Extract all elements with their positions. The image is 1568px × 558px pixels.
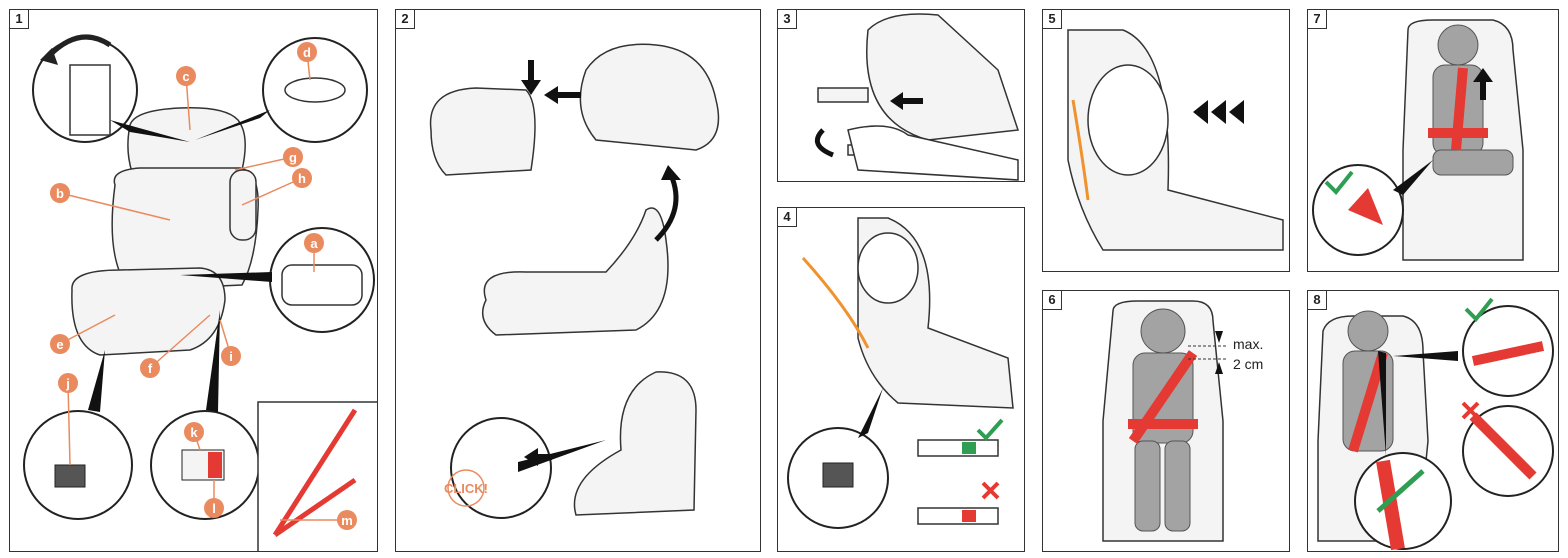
callout-a: a — [304, 233, 324, 253]
svg-text:i: i — [229, 349, 233, 364]
cross-icon — [981, 481, 1000, 500]
rotate-arrow-icon — [48, 34, 112, 57]
svg-text:j: j — [65, 376, 70, 391]
panel-number: 3 — [778, 10, 797, 29]
svg-text:c: c — [182, 69, 189, 84]
callout-l: l — [204, 498, 224, 518]
panel-number: 8 — [1308, 291, 1327, 310]
panel-4: 4 — [777, 207, 1025, 552]
arrow-left-icon — [544, 86, 581, 104]
callout-e: e — [50, 334, 70, 354]
triple-arrow-left-icon — [1193, 100, 1244, 124]
callout-g: g — [283, 147, 303, 167]
check-icon — [976, 418, 1004, 441]
panel-4-illustration — [787, 217, 1014, 529]
check-icon — [1324, 170, 1354, 195]
arrow-curve-icon — [654, 174, 679, 242]
distance-label: 2 cm — [1233, 356, 1263, 372]
svg-text:e: e — [56, 337, 63, 352]
callout-h: h — [292, 168, 312, 188]
svg-text:h: h — [298, 171, 306, 186]
panel-3: 3 — [777, 9, 1025, 182]
arrow-left-icon — [890, 92, 923, 110]
arrow-down-icon — [521, 60, 541, 95]
svg-text:g: g — [289, 150, 297, 165]
svg-text:k: k — [190, 425, 198, 440]
panel-2: 2 CLICK! — [395, 9, 761, 552]
click-label: CLICK! — [444, 481, 488, 496]
callout-labels: a b c d e f g h i j k l m — [50, 42, 357, 530]
svg-text:f: f — [148, 361, 153, 376]
callout-i: i — [221, 346, 241, 366]
panel-number: 6 — [1043, 291, 1062, 310]
panel-2-illustration: CLICK! — [429, 43, 720, 519]
panel-8-illustration — [1317, 297, 1554, 551]
panel-7-illustration — [1312, 19, 1524, 261]
check-icon — [1464, 297, 1494, 322]
callout-d: d — [297, 42, 317, 62]
svg-text:m: m — [341, 513, 353, 528]
panel-5-illustration — [1067, 29, 1284, 251]
callout-b: b — [50, 183, 70, 203]
callout-j: j — [58, 373, 78, 393]
callout-k: k — [184, 422, 204, 442]
callout-c: c — [176, 66, 196, 86]
cross-icon — [1461, 401, 1480, 420]
zoom-circle-d — [262, 37, 368, 143]
panel-6-illustration: max. 2 cm — [1102, 300, 1263, 542]
svg-text:l: l — [212, 501, 216, 516]
panel-5: 5 — [1042, 9, 1290, 272]
svg-text:a: a — [310, 236, 318, 251]
panel-number: 5 — [1043, 10, 1062, 29]
rotate-arrow-icon — [814, 128, 834, 158]
panel-1: 1 — [9, 9, 378, 552]
svg-text:d: d — [303, 45, 311, 60]
arrow-up-icon — [1473, 68, 1493, 100]
panel-7: 7 — [1307, 9, 1559, 272]
panel-number: 2 — [396, 10, 415, 29]
panel-number: 7 — [1308, 10, 1327, 29]
arrow-left-icon — [524, 448, 552, 466]
panel-6: 6 max. 2 cm — [1042, 290, 1290, 552]
panel-number: 4 — [778, 208, 797, 227]
panel-1-illustration: a b c d e f g h i j k l m — [23, 34, 377, 551]
svg-text:b: b — [56, 186, 64, 201]
max-label: max. — [1233, 336, 1263, 352]
callout-f: f — [140, 358, 160, 378]
panel-3-illustration — [814, 13, 1020, 181]
panel-number: 1 — [10, 10, 29, 29]
panel-8: 8 — [1307, 290, 1559, 552]
car-seat-drawing — [71, 107, 259, 356]
callout-m: m — [337, 510, 357, 530]
